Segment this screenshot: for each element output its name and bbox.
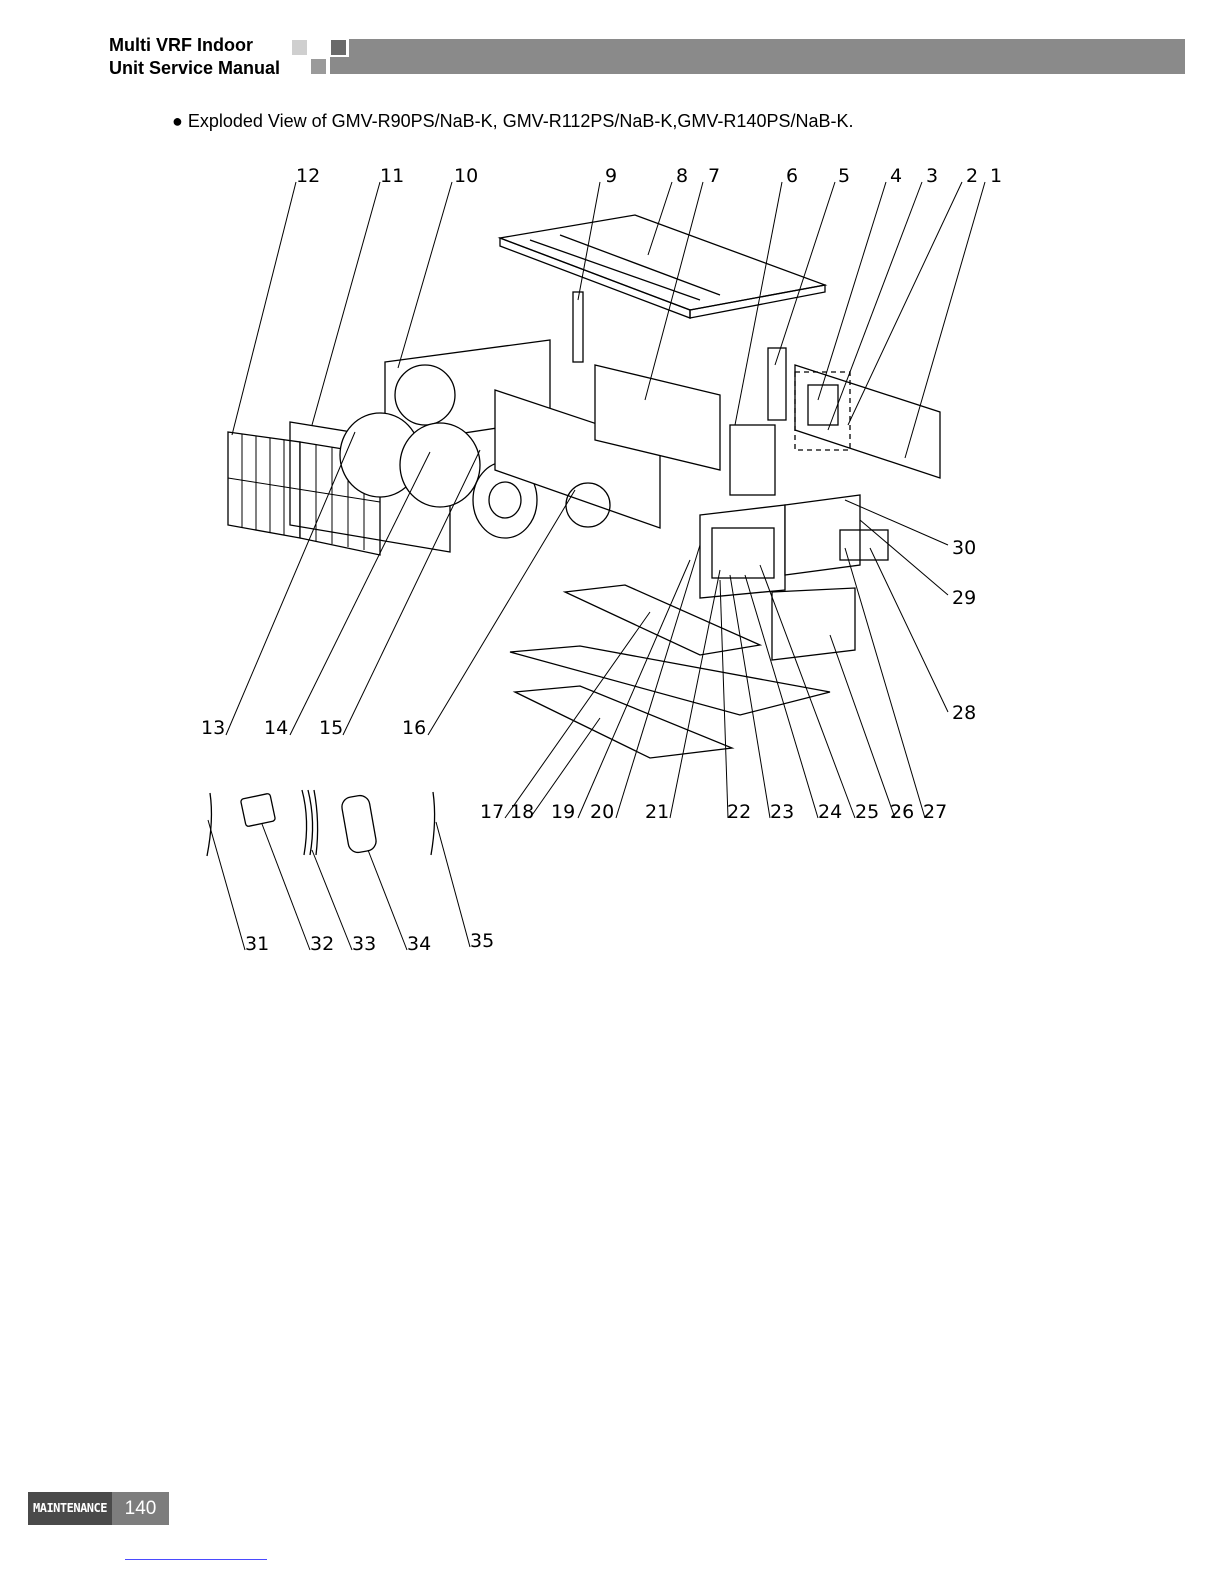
footer-link-underline: [125, 1559, 267, 1560]
electric-box-cover: [772, 588, 855, 660]
callout-19: 19: [551, 801, 575, 823]
callout-4: 4: [890, 165, 902, 187]
callout-10: 10: [454, 165, 478, 187]
callout-21: 21: [645, 801, 669, 823]
wired-controller: [240, 793, 275, 827]
callout-14: 14: [264, 717, 288, 739]
motor-assembly: [730, 425, 775, 495]
callout-23: 23: [770, 801, 794, 823]
callout-28: 28: [952, 702, 976, 724]
callout-1: 1: [990, 165, 1002, 187]
wire-harness: [302, 790, 318, 855]
callout-25: 25: [855, 801, 879, 823]
callout-16: 16: [402, 717, 426, 739]
callout-30: 30: [952, 537, 976, 559]
footer-section-tab: MAINTENANCE: [28, 1492, 112, 1525]
callout-35: 35: [470, 930, 494, 952]
callout-13: 13: [201, 717, 225, 739]
callout-27: 27: [923, 801, 947, 823]
callout-7: 7: [708, 165, 720, 187]
callout-8: 8: [676, 165, 688, 187]
callout-2: 2: [966, 165, 978, 187]
top-cover: [500, 215, 825, 310]
callout-24: 24: [818, 801, 842, 823]
callout-11: 11: [380, 165, 404, 187]
callout-3: 3: [926, 165, 938, 187]
callout-32: 32: [310, 933, 334, 955]
callout-12: 12: [296, 165, 320, 187]
bracket: [573, 292, 583, 362]
filter: [228, 432, 300, 538]
callout-20: 20: [590, 801, 614, 823]
electric-box: [700, 505, 785, 598]
callout-29: 29: [952, 587, 976, 609]
evaporator: [795, 365, 940, 478]
callout-17: 17: [480, 801, 504, 823]
exploded-view-diagram: 12 11 10 9 8 7 6 5 4 3 2 1 30 29 28 13 1…: [0, 0, 1224, 1000]
callout-15: 15: [319, 717, 343, 739]
callout-31: 31: [245, 933, 269, 955]
cable-35: [431, 792, 435, 855]
callout-6: 6: [786, 165, 798, 187]
remote-controller: [340, 794, 377, 854]
page-number: 140: [112, 1492, 169, 1525]
callout-18: 18: [510, 801, 534, 823]
callout-5: 5: [838, 165, 850, 187]
callout-34: 34: [407, 933, 431, 955]
callout-9: 9: [605, 165, 617, 187]
callout-26: 26: [890, 801, 914, 823]
callout-33: 33: [352, 933, 376, 955]
callout-22: 22: [727, 801, 751, 823]
